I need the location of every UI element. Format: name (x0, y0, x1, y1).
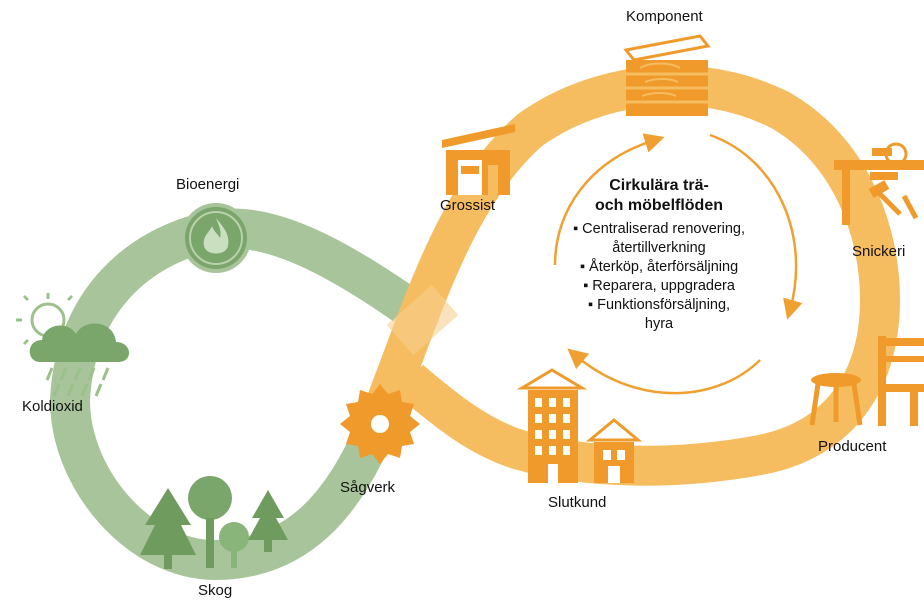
inner-arrow-bottom (567, 348, 761, 395)
grossist-warehouse-icon (442, 124, 515, 195)
label-koldioxid: Koldioxid (22, 398, 83, 415)
label-bioenergi: Bioenergi (176, 176, 240, 193)
inner-arrow-left (553, 133, 665, 266)
center-list-item: ▪ Reparera, uppgradera (583, 278, 735, 294)
koldioxid-weather-icon (16, 293, 130, 397)
center-list-item: ▪ Centraliserad renovering, (573, 221, 745, 237)
label-komponent: Komponent (626, 8, 703, 25)
center-list-item: ▪ Återköp, återförsäljning (579, 259, 739, 275)
komponent-wood-icon (623, 34, 711, 116)
label-sagverk: Sågverk (340, 479, 396, 496)
snickeri-workbench-icon (834, 142, 924, 225)
bioenergi-flame-icon (181, 203, 251, 273)
center-title-line2: och möbelflöden (595, 197, 723, 214)
label-producent: Producent (818, 438, 887, 455)
skog-trees-icon (140, 476, 288, 569)
loop-crossing (386, 285, 459, 355)
center-list: ▪ Centraliserad renovering, återtillverk… (534, 220, 784, 334)
slutkund-buildings-icon (516, 368, 643, 483)
inner-arrow-right (709, 133, 803, 320)
label-skog: Skog (198, 582, 233, 599)
center-description: Cirkulära trä- och möbelflöden ▪ Central… (534, 176, 784, 334)
green-loop (49, 208, 417, 581)
center-list-item: hyra (644, 316, 674, 332)
producent-chairs-icon (809, 336, 924, 426)
label-snickeri: Snickeri (852, 243, 906, 260)
center-list-item: ▪ Funktionsförsäljning, (587, 297, 731, 313)
center-title-line1: Cirkulära trä- (609, 177, 709, 194)
label-slutkund: Slutkund (548, 494, 607, 511)
label-grossist: Grossist (440, 197, 496, 214)
sagverk-saw-blade-icon (340, 384, 420, 464)
center-list-item: återtillverkning (612, 240, 706, 256)
